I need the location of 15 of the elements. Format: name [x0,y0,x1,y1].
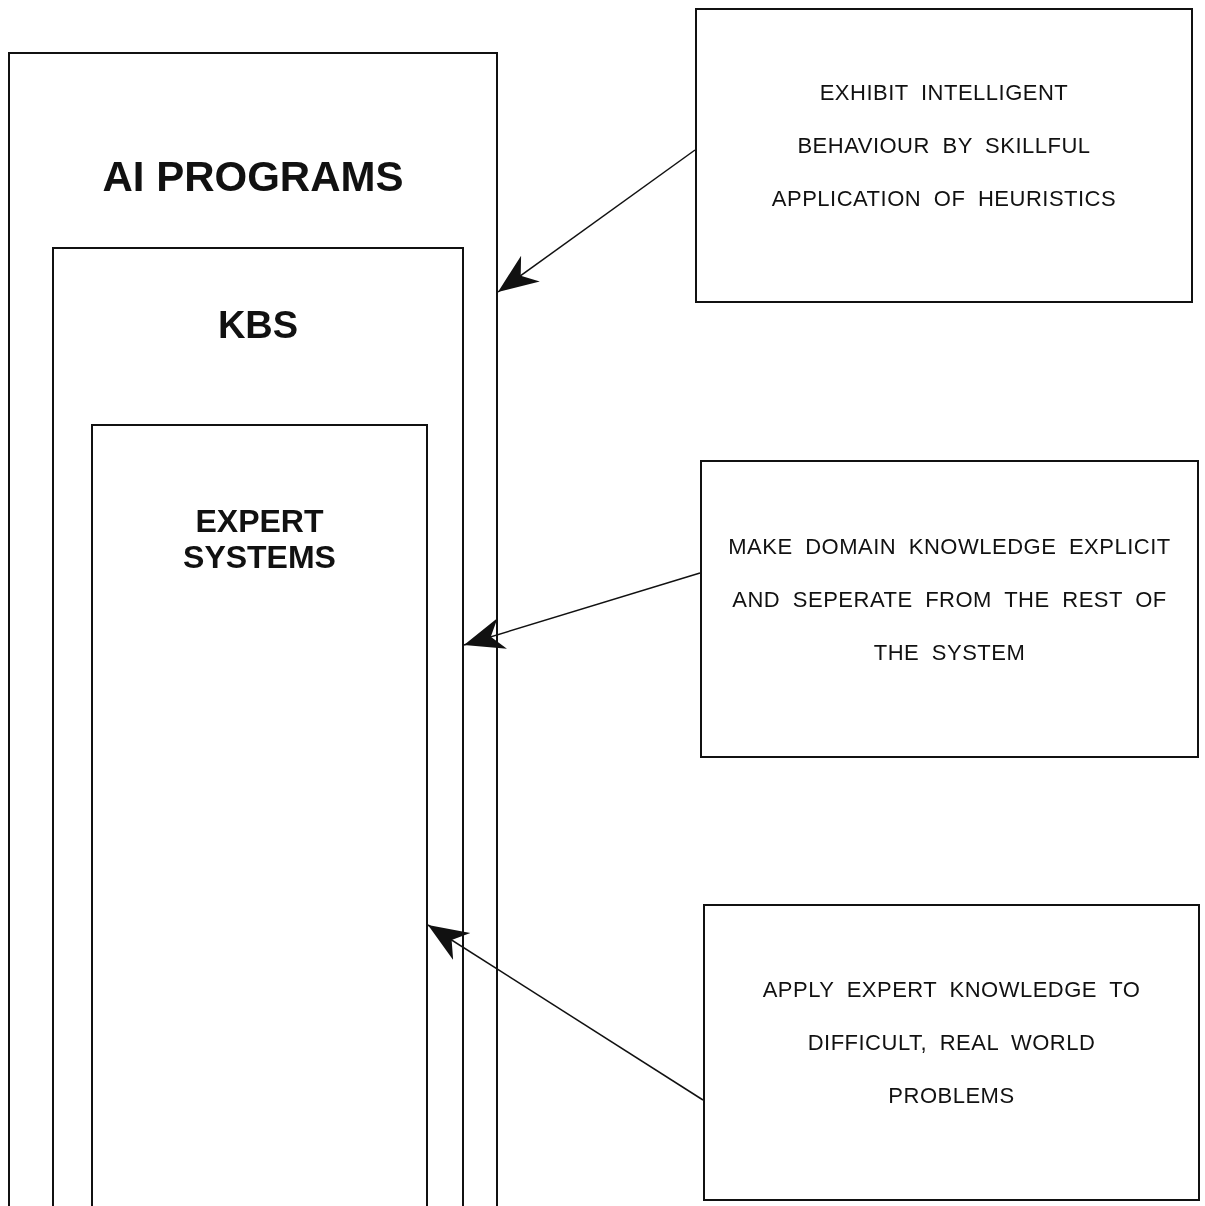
note-box [703,904,1200,1201]
nested-box [8,52,498,1206]
box-text: APPLY EXPERT KNOWLEDGE TO DIFFICULT, REAL WORLD PROBLEMS [761,976,1142,1110]
nested-box [91,424,428,1206]
box-heading: EXPERT SYSTEMS [182,503,337,575]
note-box [695,8,1193,303]
box-text: MAKE DOMAIN KNOWLEDGE EXPLICIT AND SEPERATE FROM THE REST OF THE SYSTEM [727,533,1172,667]
note-box [700,460,1199,758]
nested-box [52,247,464,1206]
box-heading: KBS [216,304,300,346]
box-text: EXHIBIT INTELLIGENT BEHAVIOUR BY SKILLFUL APPLICATION OF HEURISTICS [770,79,1118,213]
arrow [463,572,701,649]
arrow [497,149,696,293]
arrow [427,924,704,1101]
box-heading: AI PROGRAMS [101,154,405,200]
